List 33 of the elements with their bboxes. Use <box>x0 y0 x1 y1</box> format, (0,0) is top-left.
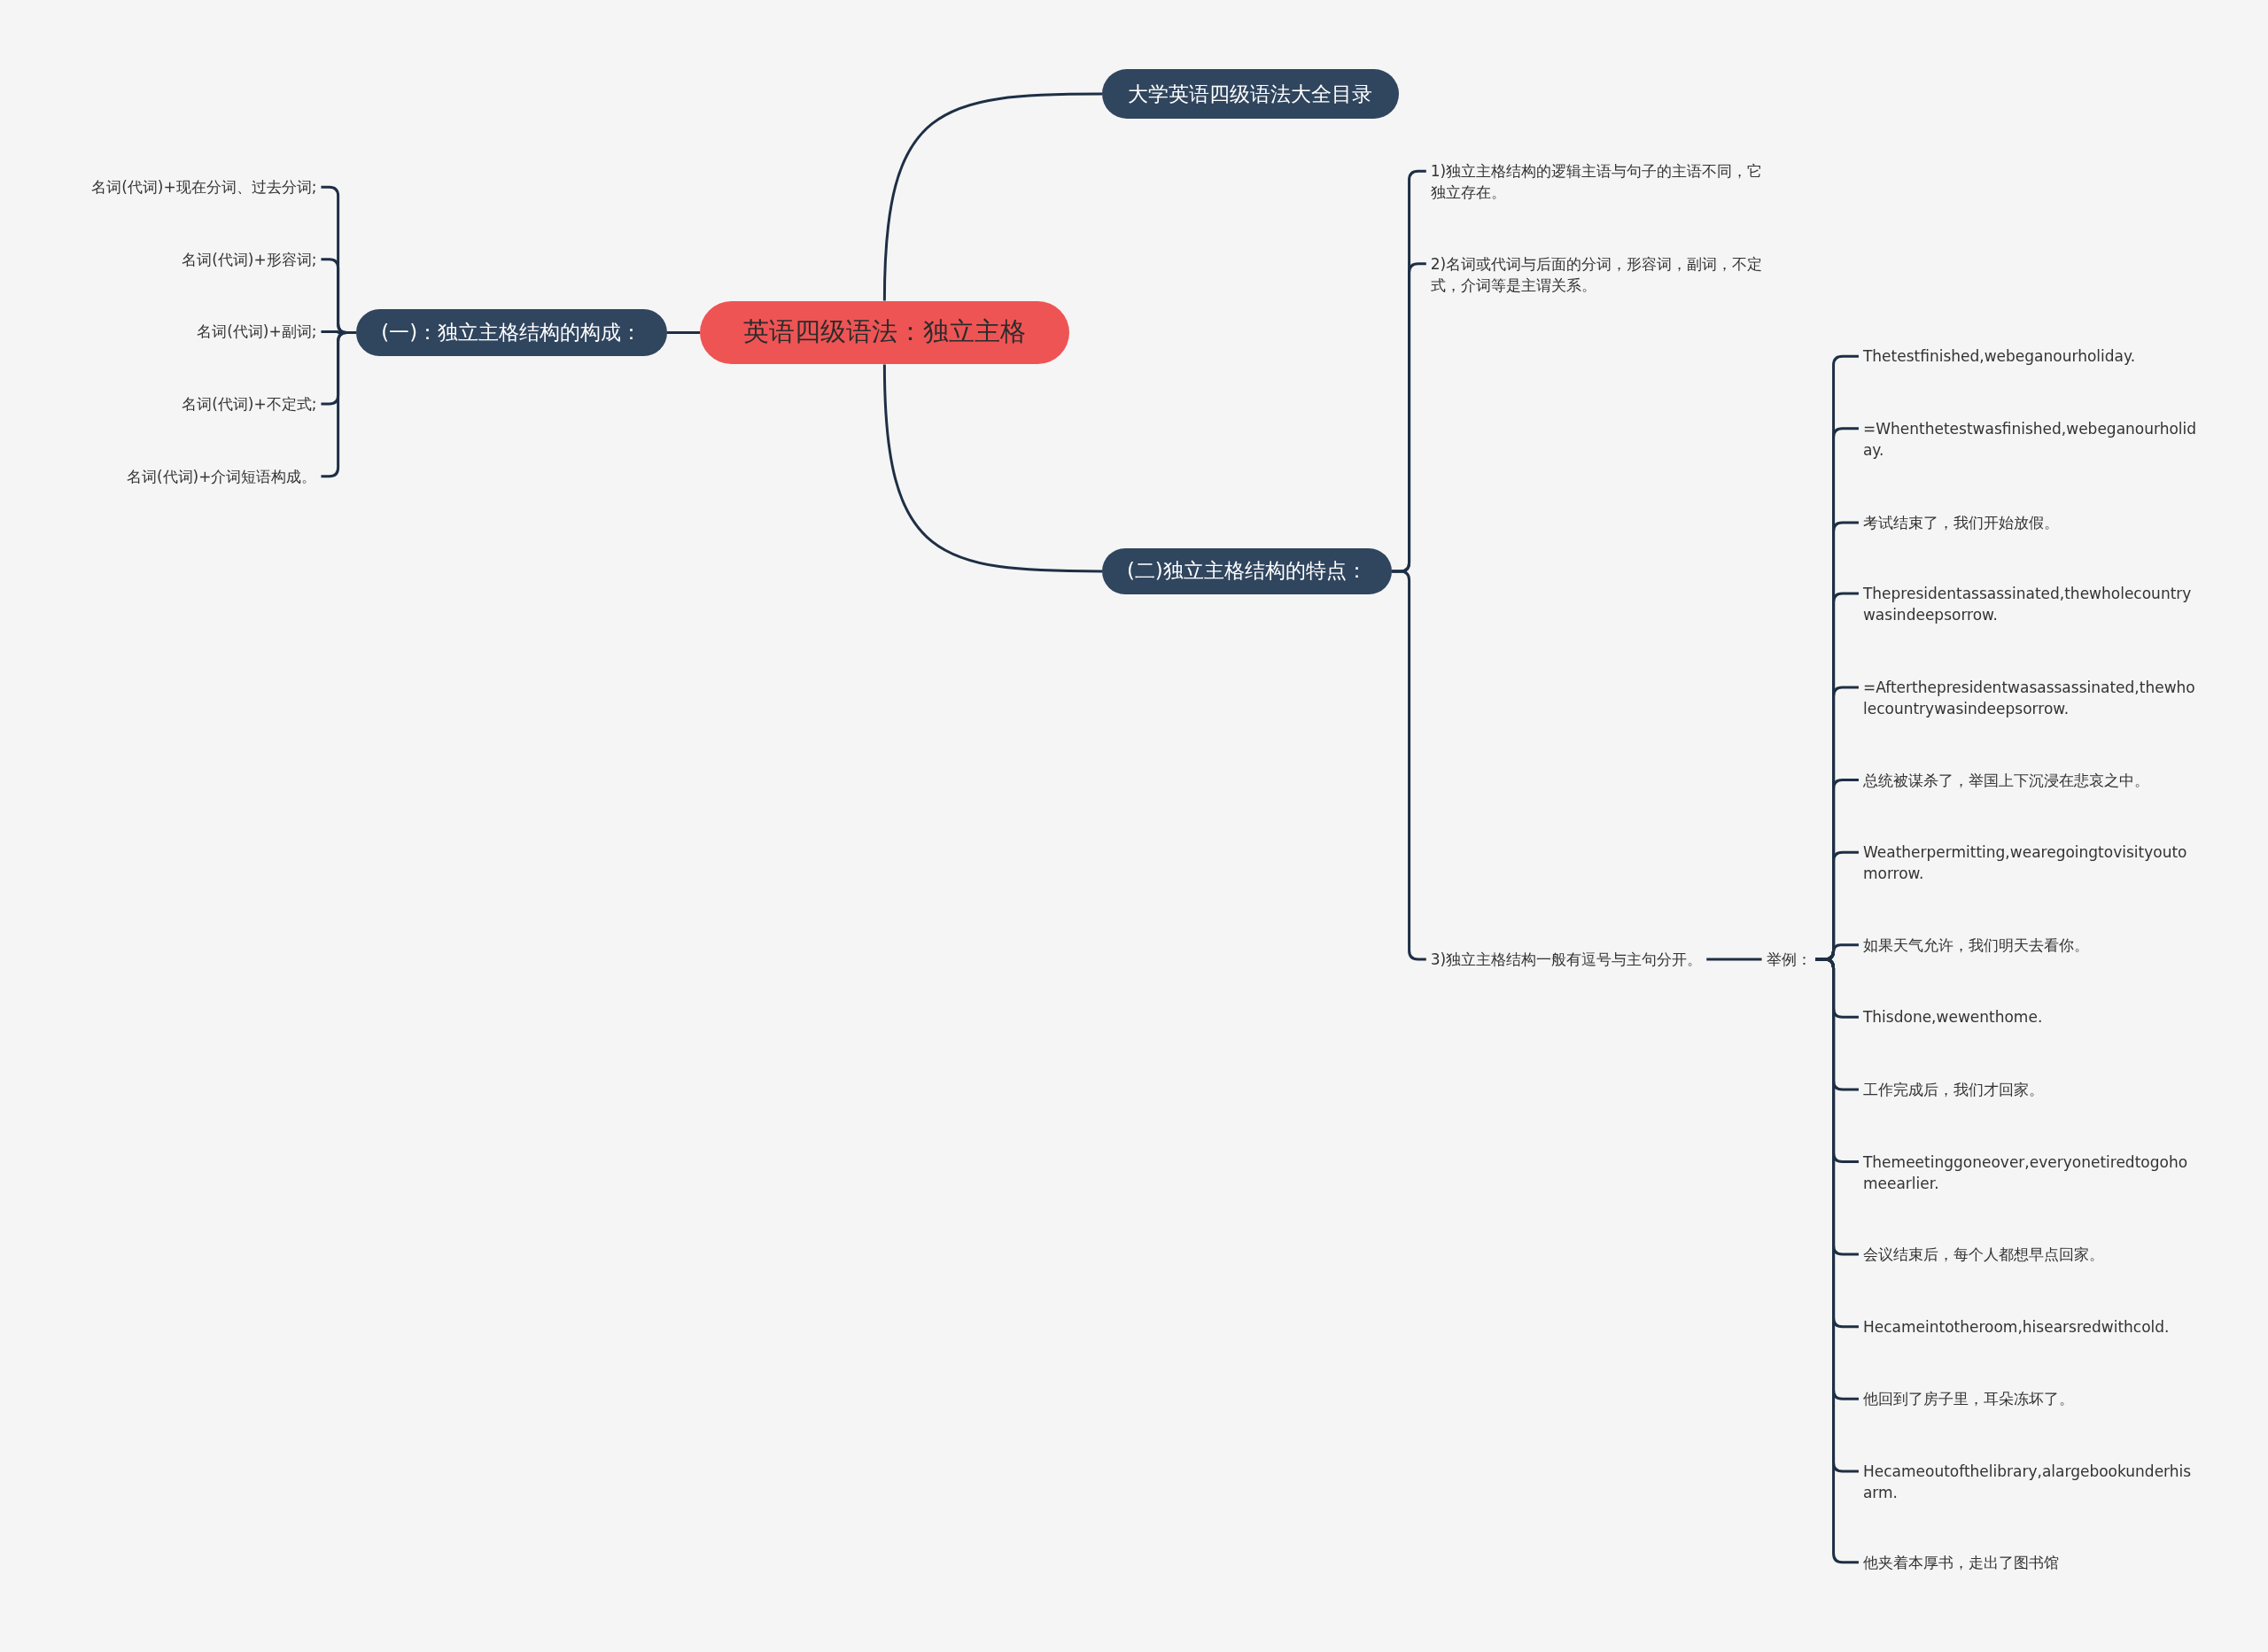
topic-text: 考试结束了，我们开始放假。 <box>1858 511 2203 533</box>
topic-text: 名词(代词)+现在分词、过去分词; <box>87 176 322 198</box>
connector-line <box>882 92 1103 301</box>
topic-text: 名词(代词)+形容词; <box>177 248 322 270</box>
topic-text: 名词(代词)+介词短语构成。 <box>121 465 322 487</box>
topic-text: Hecameoutofthelibrary,alargebookunderhisarm. <box>1858 1460 2203 1503</box>
connector-line <box>882 364 1103 573</box>
topic-text: 举例： <box>1761 949 1816 970</box>
topic-text: =Afterthepresidentwasassassinated,thewholecountrywasindeepsorrow. <box>1858 677 2203 720</box>
topic-box: 大学英语四级语法大全目录 <box>1102 69 1399 119</box>
topic-text: =Whenthetestwasfinished,webeganourholiday. <box>1858 417 2203 461</box>
topic-text: 3)独立主格结构一般有逗号与主句分开。 <box>1425 949 1707 970</box>
topic-text: 名词(代词)+副词; <box>192 321 322 343</box>
topic-text: Hecameintotheroom,hisearsredwithcold. <box>1858 1315 2203 1338</box>
topic-text: 名词(代词)+不定式; <box>177 393 322 415</box>
connector-line <box>1706 958 1762 961</box>
topic-text: 他夹着本厚书，走出了图书馆 <box>1858 1551 2203 1573</box>
topic-text: Themeetinggoneover,everyonetiredtogohomeearlier. <box>1858 1151 2203 1194</box>
topic-text: Thisdone,wewenthome. <box>1858 1006 2203 1028</box>
topic-text: 2)名词或代词与后面的分词，形容词，副词，不定式，介词等是主谓关系。 <box>1425 252 1774 296</box>
topic-box: (一)：独立主格结构的构成： <box>355 309 667 356</box>
topic-text: 如果天气允许，我们明天去看你。 <box>1858 934 2203 956</box>
topic-text: Weatherpermitting,wearegoingtovisityoutomorrow. <box>1858 842 2203 885</box>
topic-text: 会议结束后，每个人都想早点回家。 <box>1858 1244 2203 1266</box>
topic-text: 工作完成后，我们才回家。 <box>1858 1078 2203 1100</box>
connector-line <box>666 331 701 334</box>
topic-text: 1)独立主格结构的逻辑主语与句子的主语不同，它独立存在。 <box>1425 160 1774 204</box>
topic-text: Thepresidentassassinated,thewholecountrywasindeepsorrow. <box>1858 582 2203 625</box>
topic-text: 他回到了房子里，耳朵冻坏了。 <box>1858 1388 2203 1410</box>
topic-text: 总统被谋杀了，举国上下沉浸在悲哀之中。 <box>1858 769 2203 791</box>
topic-box: (二)独立主格结构的特点： <box>1102 547 1392 594</box>
central-topic-box: 英语四级语法：独立主格 <box>700 300 1069 365</box>
topic-text: Thetestfinished,webeganourholiday. <box>1858 345 2203 368</box>
